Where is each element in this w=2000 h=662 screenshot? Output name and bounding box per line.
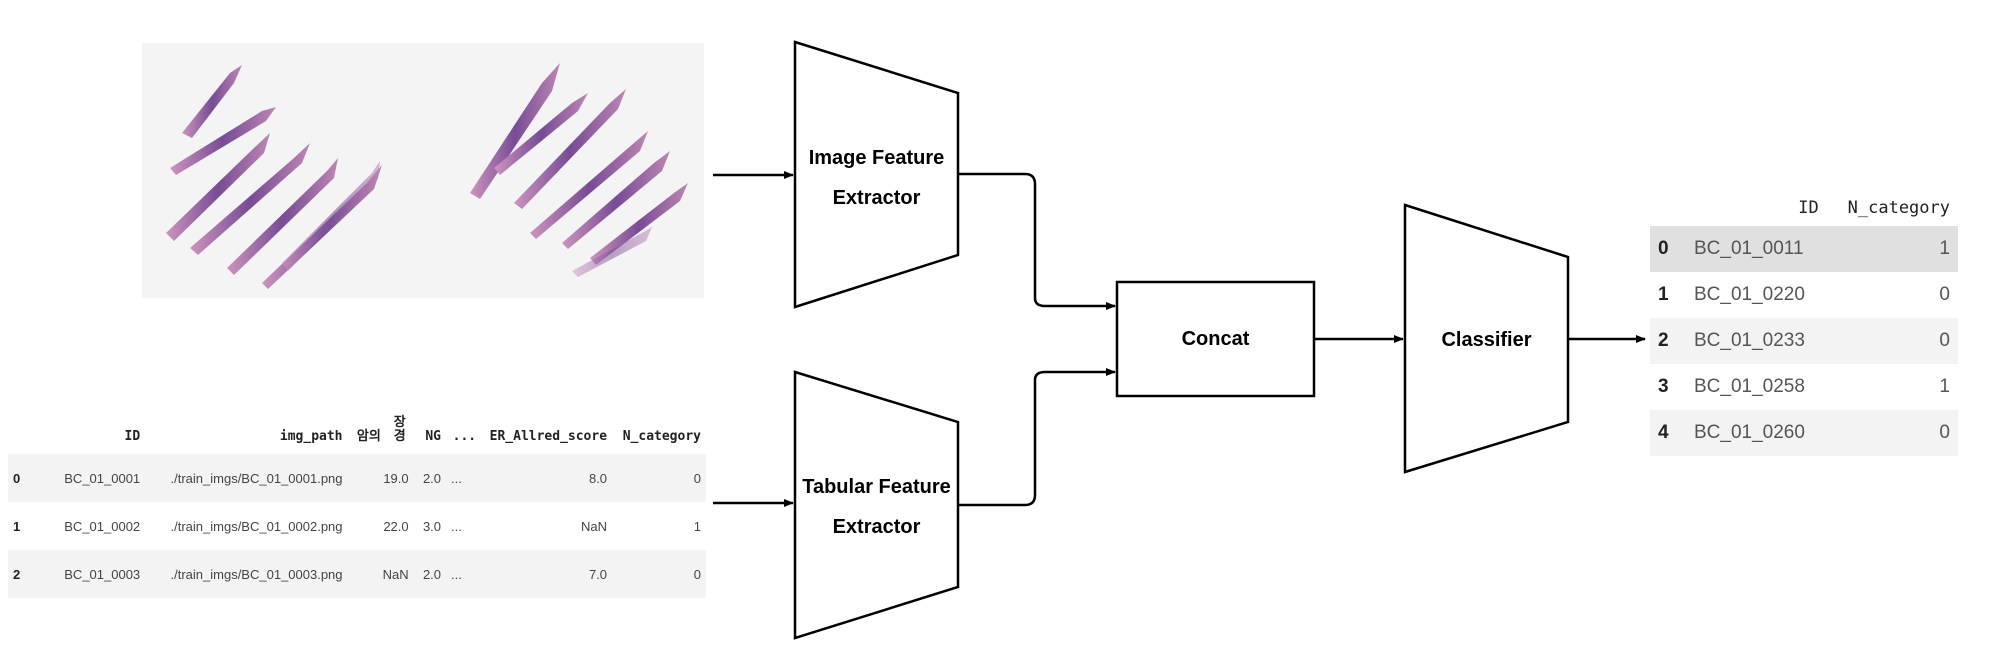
cell-id: BC_01_0011	[1686, 226, 1827, 272]
col-header-korean-1: 암의	[348, 398, 386, 454]
cell-ng: 2.0	[413, 550, 447, 598]
row-index: 2	[1650, 318, 1686, 364]
classifier-label: Classifier	[1441, 329, 1532, 351]
col-header-id: ID	[1798, 198, 1819, 218]
image-feature-extractor-label-line1: Image Feature	[808, 147, 945, 169]
cell-n-category: 1	[612, 502, 706, 550]
table-header-row: ID img_path 암의 장 경 NG ... ER_Allred_scor…	[8, 398, 706, 454]
table-row: 1 BC_01_0002 ./train_imgs/BC_01_0002.png…	[8, 502, 706, 550]
cell-id: BC_01_0002	[35, 502, 146, 550]
table-row: 1 BC_01_0220 0	[1650, 272, 1958, 318]
cell-ellipsis: ...	[446, 502, 483, 550]
cell-img-path: ./train_imgs/BC_01_0002.png	[145, 502, 348, 550]
cell-n-category: 0	[612, 550, 706, 598]
table-row: 2 BC_01_0003 ./train_imgs/BC_01_0003.png…	[8, 550, 706, 598]
cell-ng: 2.0	[413, 454, 447, 502]
cell-id: BC_01_0001	[35, 454, 146, 502]
cell-img-path: ./train_imgs/BC_01_0001.png	[145, 454, 348, 502]
col-header-korean-2-line2: 경	[393, 429, 406, 444]
image-feature-extractor-label: Image Feature Extractor	[795, 138, 958, 218]
cell-id: BC_01_0220	[1686, 272, 1827, 318]
col-header-er-allred-score: ER_Allred_score	[489, 429, 608, 444]
col-header-korean-2-line1: 장	[393, 415, 406, 430]
cell-size: NaN	[347, 550, 414, 598]
tabular-feature-extractor-label-line1: Tabular Feature	[802, 476, 951, 498]
row-index: 1	[8, 502, 36, 550]
cell-n-category: 0	[1826, 272, 1958, 318]
arrow-tabular-features-to-concat	[958, 368, 1116, 507]
cell-n-category: 1	[1826, 364, 1958, 410]
output-prediction-table: ID N_category 0 BC_01_0011 1 1 BC_01_022…	[1650, 190, 1958, 456]
arrow-image-features-to-concat	[958, 172, 1116, 310]
col-header-ng: NG	[425, 429, 442, 444]
col-header-ellipsis: ...	[452, 429, 477, 444]
col-header-n-category: N_category	[622, 429, 701, 444]
cell-id: BC_01_0233	[1686, 318, 1827, 364]
table-row: 3 BC_01_0258 1	[1650, 364, 1958, 410]
cell-ng: 3.0	[413, 502, 447, 550]
cell-id: BC_01_0258	[1686, 364, 1827, 410]
table-row: 0 BC_01_0001 ./train_imgs/BC_01_0001.png…	[8, 454, 706, 502]
cell-ellipsis: ...	[446, 550, 483, 598]
cell-n-category: 0	[612, 454, 706, 502]
col-header-img-path: img_path	[279, 429, 343, 444]
col-header-id: ID	[124, 429, 141, 444]
concat-label: Concat	[1181, 328, 1250, 350]
cell-ellipsis: ...	[446, 454, 483, 502]
tabular-feature-extractor-label-line2: Extractor	[832, 516, 921, 538]
histology-slide-image	[142, 43, 704, 298]
col-header-n-category: N_category	[1847, 198, 1950, 218]
table-row: 2 BC_01_0233 0	[1650, 318, 1958, 364]
cell-n-category: 0	[1826, 318, 1958, 364]
cell-er-allred-score: 7.0	[482, 550, 613, 598]
table-row: 0 BC_01_0011 1	[1650, 226, 1958, 272]
row-index: 1	[1650, 272, 1686, 318]
cell-size: 19.0	[347, 454, 414, 502]
col-header-korean-2: 장 경	[386, 398, 414, 454]
cell-img-path: ./train_imgs/BC_01_0003.png	[145, 550, 348, 598]
cell-er-allred-score: 8.0	[482, 454, 613, 502]
tabular-feature-extractor-shape	[793, 370, 960, 640]
row-index: 4	[1650, 410, 1686, 456]
image-feature-extractor-label-line2: Extractor	[832, 187, 921, 209]
image-feature-extractor-shape	[793, 40, 960, 309]
table-header-row: ID N_category	[1650, 190, 1958, 226]
cell-n-category: 1	[1826, 226, 1958, 272]
col-header-korean-1-line1: 암의	[356, 429, 381, 444]
cell-id: BC_01_0003	[35, 550, 146, 598]
row-index: 3	[1650, 364, 1686, 410]
row-index: 2	[8, 550, 36, 598]
input-data-table: ID img_path 암의 장 경 NG ... ER_Allred_scor…	[8, 398, 706, 598]
tabular-feature-extractor-label: Tabular Feature Extractor	[790, 467, 963, 547]
cell-size: 22.0	[347, 502, 414, 550]
row-index: 0	[1650, 226, 1686, 272]
cell-er-allred-score: NaN	[482, 502, 613, 550]
classifier-shape	[1403, 203, 1570, 474]
table-row: 4 BC_01_0260 0	[1650, 410, 1958, 456]
cell-n-category: 0	[1826, 410, 1958, 456]
cell-id: BC_01_0260	[1686, 410, 1827, 456]
row-index: 0	[8, 454, 36, 502]
